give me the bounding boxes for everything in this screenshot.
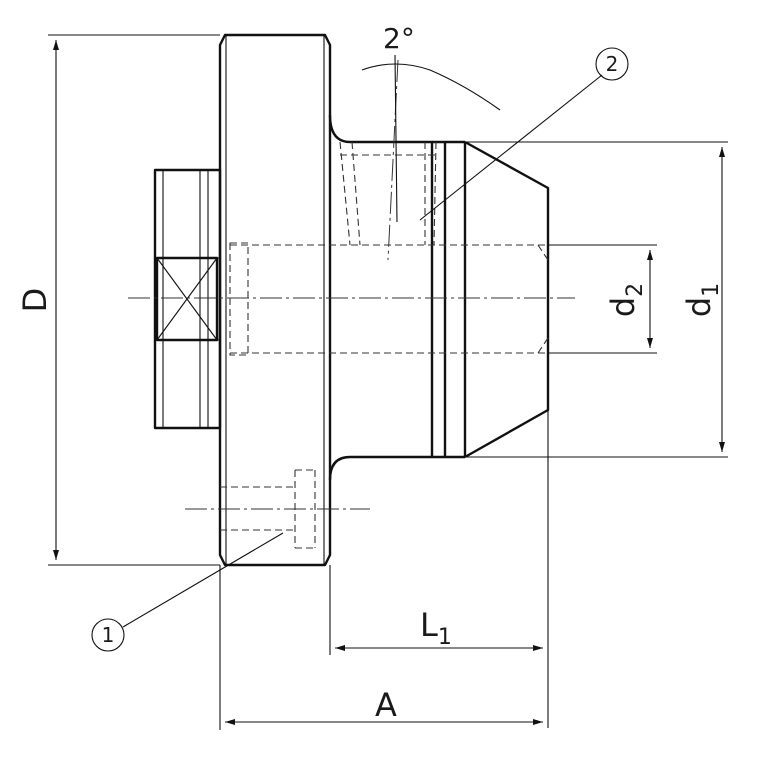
- hidden-features: [220, 141, 549, 549]
- dimension-D: D: [16, 34, 220, 566]
- callout-2-label: 2: [606, 52, 619, 76]
- dimension-d2: d2: [548, 244, 657, 354]
- callout-1-label: 1: [102, 623, 115, 647]
- part-outline: [153, 33, 550, 567]
- dimension-A: A: [219, 565, 543, 730]
- dimension-L1-label: L1: [420, 606, 452, 650]
- callout-2: 2: [419, 47, 629, 221]
- dimension-d1-label: d1: [680, 283, 724, 317]
- hub: [328, 114, 434, 481]
- callout-1: 1: [91, 532, 284, 652]
- dimension-D-label: D: [16, 288, 54, 313]
- dimension-L1: L1: [329, 410, 549, 728]
- cone-nose: [464, 140, 550, 459]
- dimension-d2-label: d2: [604, 283, 648, 317]
- hex-boss: [153, 168, 222, 430]
- square-drive: [155, 256, 219, 342]
- dimension-d1: d1: [465, 141, 728, 458]
- angle-label: 2°: [383, 22, 415, 55]
- flange: [218, 33, 332, 567]
- center-lines: [128, 59, 575, 510]
- dimension-A-label: A: [375, 686, 397, 724]
- angle-callout: 2°: [361, 22, 501, 223]
